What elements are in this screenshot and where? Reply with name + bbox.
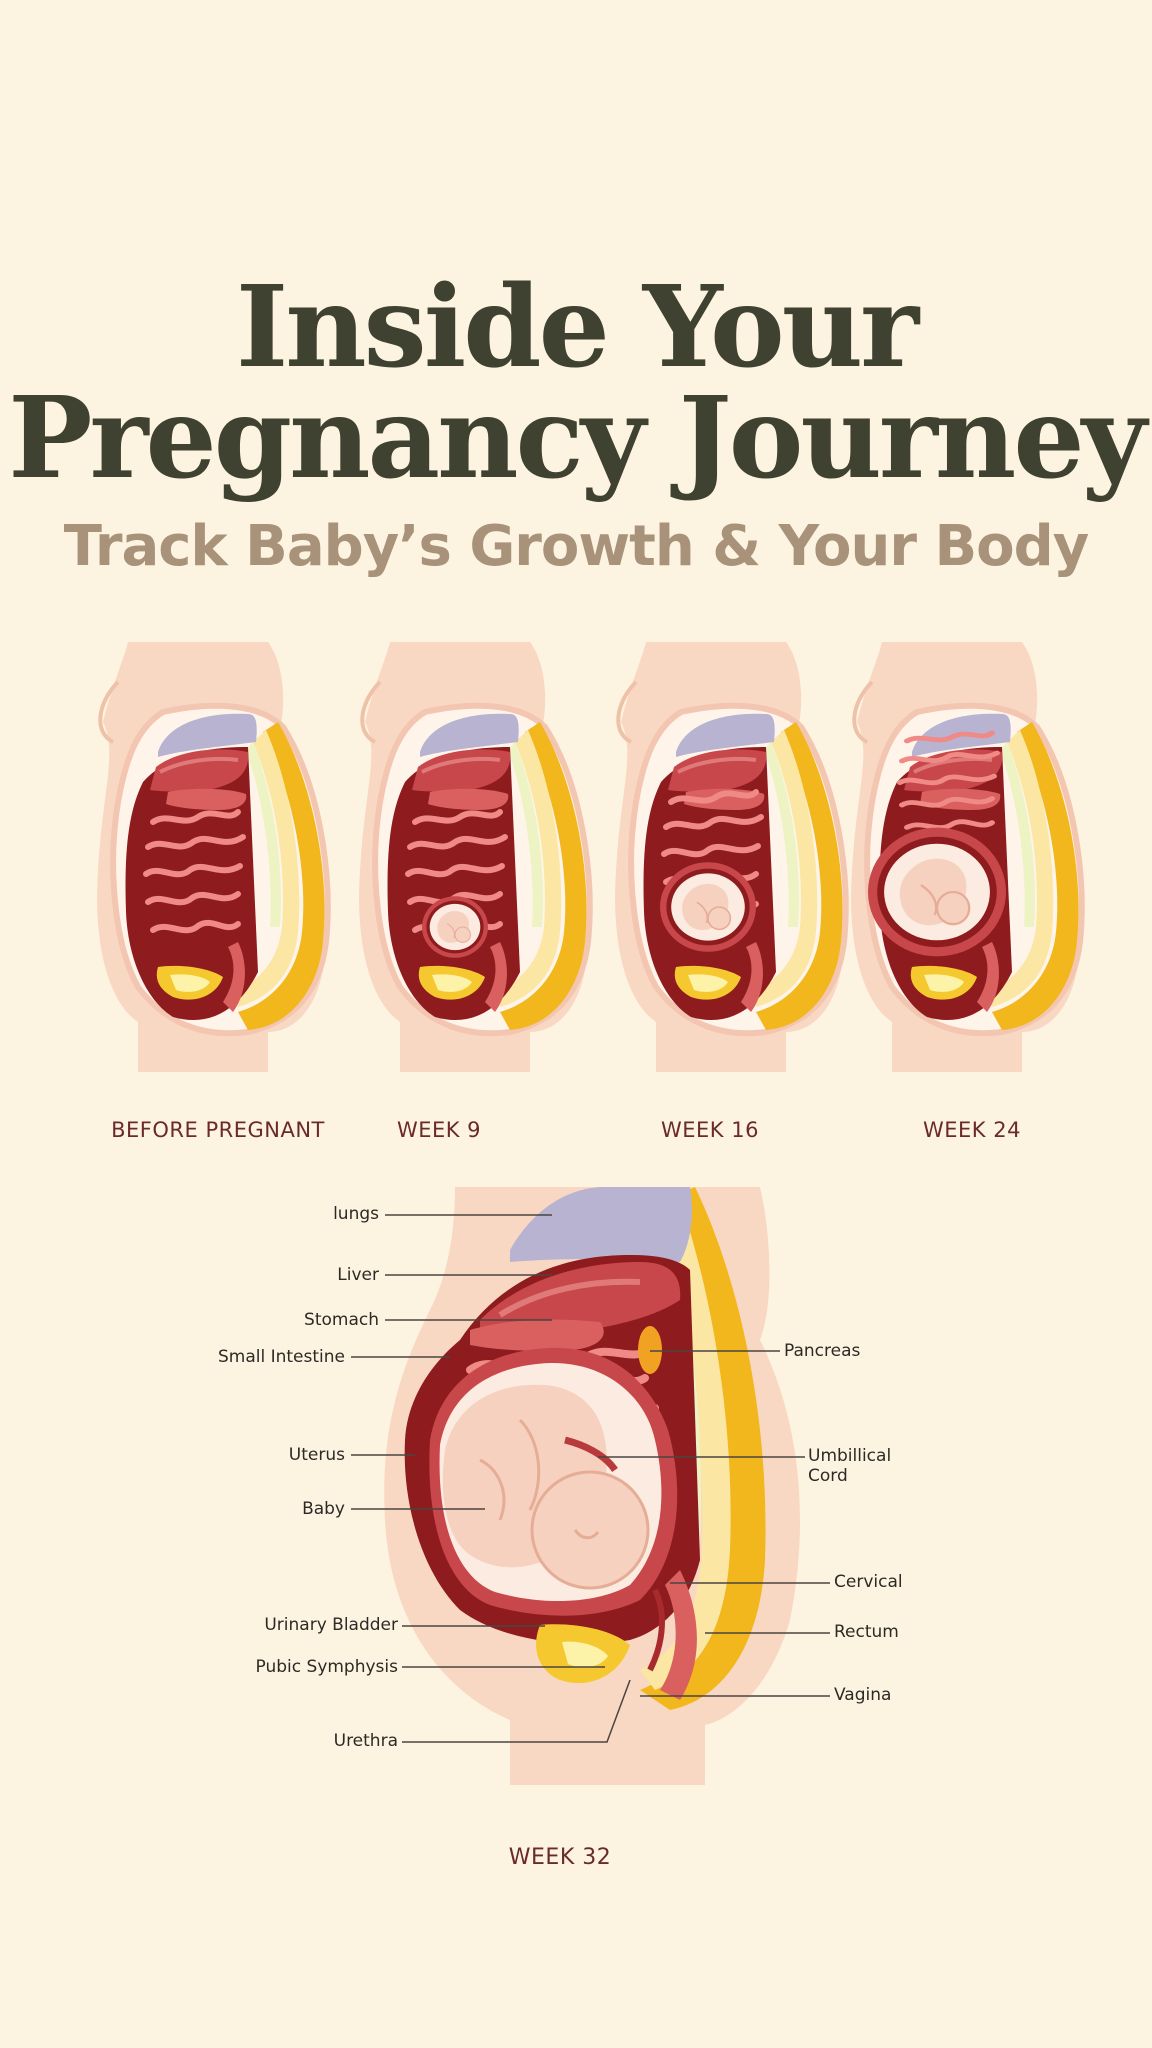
organ-label-cervical: Cervical bbox=[834, 1572, 903, 1592]
stage-illustration-week-9 bbox=[359, 642, 590, 1072]
organ-label-baby: Baby bbox=[302, 1499, 345, 1519]
stage-label-week-24: WEEK 24 bbox=[923, 1118, 1021, 1142]
organ-label-small-intestine: Small Intestine bbox=[217, 1347, 345, 1367]
stage-illustration-week-24 bbox=[851, 642, 1082, 1072]
stage-illustration-week-16 bbox=[615, 642, 846, 1072]
organ-label-cord: Cord bbox=[808, 1466, 848, 1486]
stage-label-before-pregnant: BEFORE PREGNANT bbox=[111, 1118, 325, 1142]
organ-label-uterus: Uterus bbox=[288, 1445, 345, 1465]
page-title-line-1: Inside Your bbox=[235, 262, 919, 393]
organ-label-liver: Liver bbox=[337, 1265, 379, 1285]
page-subtitle: Track Baby’s Growth & Your Body bbox=[63, 514, 1089, 579]
organ-label-lungs: lungs bbox=[333, 1204, 379, 1224]
main-stage-label-week-32: WEEK 32 bbox=[508, 1845, 612, 1870]
organ-label-rectum: Rectum bbox=[834, 1622, 899, 1642]
stage-label-week-9: WEEK 9 bbox=[396, 1118, 482, 1142]
organ-label-pancreas: Pancreas bbox=[784, 1341, 861, 1361]
page-title-line-2: Pregnancy Journey bbox=[8, 373, 1146, 504]
organ-label-pubic-symphysis: Pubic Symphysis bbox=[255, 1657, 398, 1677]
organ-label-stomach: Stomach bbox=[304, 1310, 379, 1330]
organ-label-umbilical: Umbillical bbox=[808, 1446, 892, 1466]
main-illustration-week-32 bbox=[384, 1187, 800, 1785]
organ-label-urinary-bladder: Urinary Bladder bbox=[264, 1615, 398, 1635]
leader-lines bbox=[351, 1214, 830, 1743]
stage-illustration-before-pregnant bbox=[97, 642, 328, 1072]
organ-label-vagina: Vagina bbox=[834, 1685, 892, 1705]
stage-label-week-16: WEEK 16 bbox=[661, 1118, 759, 1142]
organ-label-urethra: Urethra bbox=[333, 1731, 398, 1751]
